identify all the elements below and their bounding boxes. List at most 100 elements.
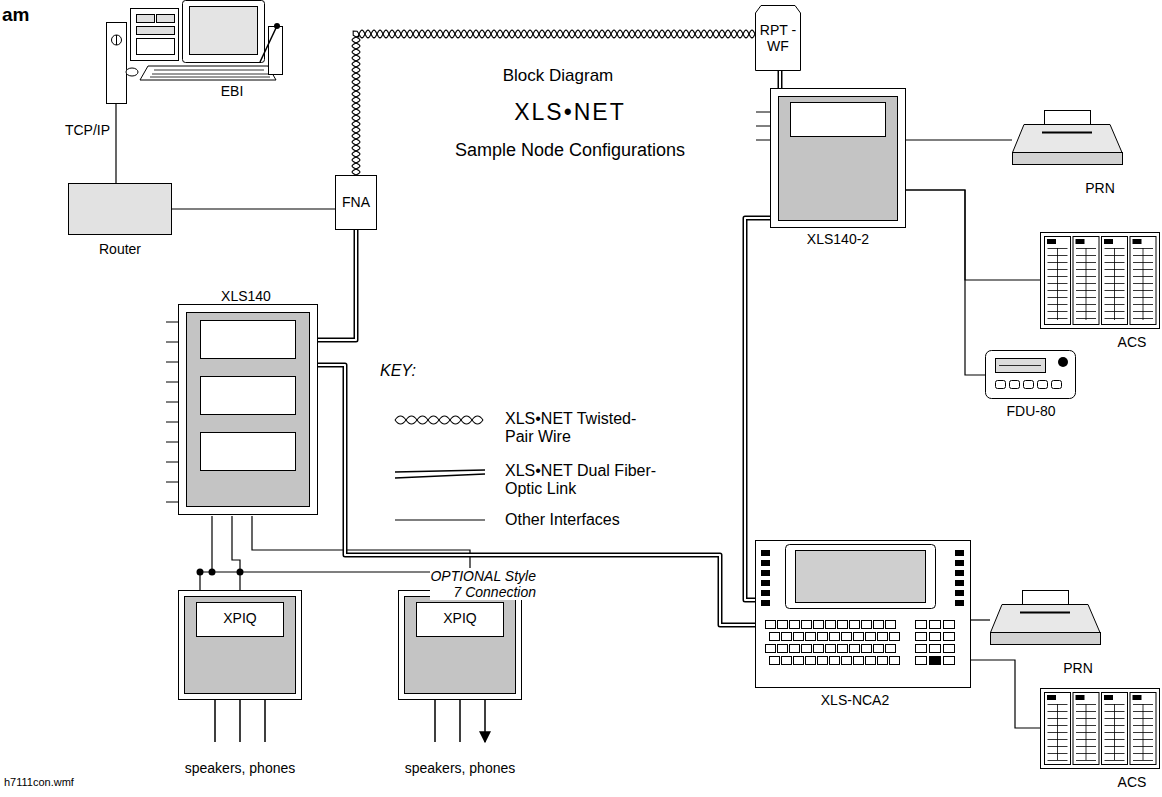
acs-grid xyxy=(1076,248,1096,320)
nca-key xyxy=(782,657,792,665)
nca-key xyxy=(794,633,804,641)
twisted-connector xyxy=(352,30,755,175)
printer-node: PRN xyxy=(990,588,1108,680)
fdu-node: FDU-80 xyxy=(985,350,1077,422)
printer-body xyxy=(1013,125,1123,153)
acs-node: ACS xyxy=(1040,232,1160,352)
interface-line xyxy=(906,139,1012,140)
xpiq-outline xyxy=(179,591,302,700)
speaker-cabinet xyxy=(107,23,127,104)
printer-node: PRN xyxy=(1012,108,1130,200)
repeater-outline xyxy=(756,6,801,71)
acs-module xyxy=(1045,237,1071,325)
acs-led xyxy=(1105,696,1113,700)
acs-grid xyxy=(1048,704,1068,761)
cabinet-window xyxy=(201,377,296,415)
nca-side-key xyxy=(762,571,770,576)
acs-outline xyxy=(1041,233,1160,329)
fiber-connector xyxy=(318,365,755,625)
panel2-drawing xyxy=(770,88,906,248)
nca-key xyxy=(854,633,864,641)
node-label: FDU-80 xyxy=(1006,403,1055,419)
legend-text: XLS•NET Twisted-Pair Wire xyxy=(505,410,655,447)
nca-side-key xyxy=(956,581,964,586)
diagram-label: speakers, phones xyxy=(405,760,516,776)
nca-key xyxy=(770,657,780,665)
nca-key xyxy=(930,633,941,641)
node-label: PRN xyxy=(1085,180,1115,196)
keyboard-keys xyxy=(150,70,270,77)
fiber-connector xyxy=(318,230,356,340)
nca-key xyxy=(842,633,852,641)
twisted-guide xyxy=(356,34,755,175)
nca-key xyxy=(862,621,872,629)
acs-grid xyxy=(1105,704,1125,761)
terminal-stubs xyxy=(166,322,178,502)
node-label: ACS xyxy=(1118,774,1147,790)
terminal-stubs xyxy=(756,112,770,140)
cabinet-door xyxy=(187,313,310,507)
monitor-screen xyxy=(190,7,258,55)
acs-led xyxy=(1133,696,1141,700)
keyboard xyxy=(140,66,276,80)
legend-twisted-sample xyxy=(395,416,483,424)
node-label: XLS140 xyxy=(221,288,271,304)
node-label: XLS-NCA2 xyxy=(821,692,889,708)
legend-line-sample xyxy=(395,519,485,520)
interface-line xyxy=(971,660,1040,728)
fiber-outer xyxy=(778,71,783,88)
nca-key xyxy=(790,645,800,653)
tag-node: RPT -WF xyxy=(755,5,801,71)
interface-line xyxy=(906,190,1040,280)
nca-side-key xyxy=(762,601,770,606)
acs-led xyxy=(1076,240,1084,244)
nca-key xyxy=(850,645,860,653)
twisted-strand xyxy=(352,30,755,175)
nca-key xyxy=(944,621,955,629)
printer-slot xyxy=(1020,612,1070,614)
acs-module xyxy=(1073,693,1099,765)
nca-side-key xyxy=(762,561,770,566)
cabinet-window xyxy=(201,433,296,471)
acs-led xyxy=(1076,696,1084,700)
fdu-button xyxy=(1038,381,1048,389)
nca-key xyxy=(818,657,828,665)
box-node: Router xyxy=(68,183,172,261)
diagram-label: Block Diagram xyxy=(503,66,614,86)
nca-key xyxy=(794,657,804,665)
nca-side-key xyxy=(956,551,964,556)
plain-connector xyxy=(906,140,1012,141)
acs-module xyxy=(1130,693,1156,765)
interface-line xyxy=(115,104,116,183)
acs-led xyxy=(1105,240,1113,244)
nca-outline xyxy=(756,541,971,688)
acs-module xyxy=(1102,693,1128,765)
nca-side-key xyxy=(762,581,770,586)
acs-module xyxy=(1130,237,1156,325)
nca-key xyxy=(886,621,896,629)
panel-outline xyxy=(771,89,906,228)
cabinet-outline xyxy=(179,305,318,515)
drive-slot xyxy=(137,27,175,35)
node-label: XPIQ xyxy=(443,610,476,626)
drive-slot xyxy=(157,15,175,23)
plain-connector xyxy=(906,190,985,375)
nca-key xyxy=(814,645,824,653)
nca-key xyxy=(782,633,792,641)
nca-side-key xyxy=(762,591,770,596)
xpiq-door xyxy=(185,597,296,694)
nca-side-key xyxy=(956,571,964,576)
computer-node: EBI xyxy=(100,0,286,104)
node-label: XLS140-2 xyxy=(807,231,869,247)
nca-key xyxy=(866,633,876,641)
nca-key xyxy=(886,645,896,653)
nca-key xyxy=(778,645,788,653)
acs-module xyxy=(1073,237,1099,325)
nca-key xyxy=(916,645,927,653)
plain-connector xyxy=(172,209,335,210)
plain-connector xyxy=(232,516,240,590)
cab3-drawing xyxy=(178,288,318,516)
connector-label: TCP/IP xyxy=(40,122,110,138)
nca-side-key xyxy=(956,561,964,566)
nca-key xyxy=(838,621,848,629)
